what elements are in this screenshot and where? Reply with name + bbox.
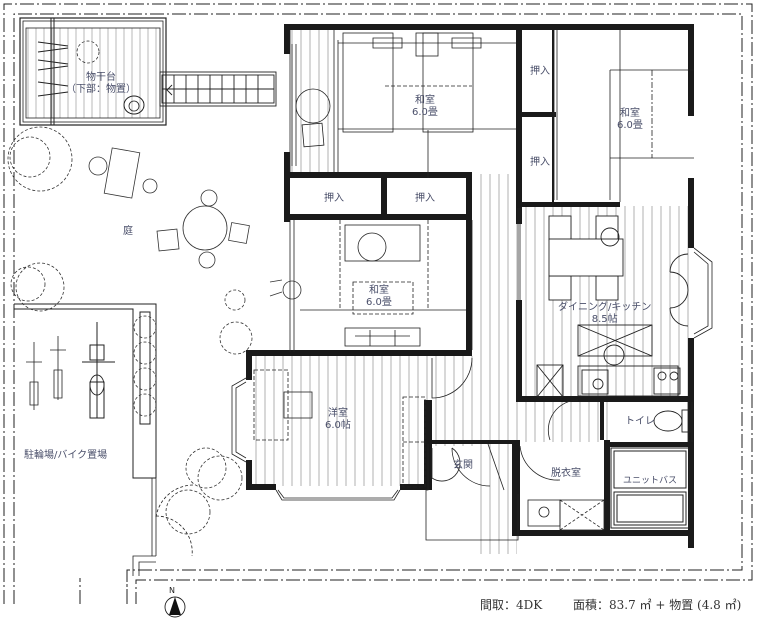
washitsu-east-label: 和室 6.0畳 xyxy=(617,108,643,131)
parking-area xyxy=(14,303,157,479)
garden-furniture xyxy=(88,147,302,300)
doors xyxy=(425,357,579,541)
entrance-label: 玄関 xyxy=(453,460,473,471)
compass-icon xyxy=(164,596,186,618)
window-frames xyxy=(231,30,713,501)
drying-deck-label: 物干台 （下部：物置） xyxy=(66,72,136,95)
closet-1-label: 押入 xyxy=(530,66,550,77)
closet-4-label: 押入 xyxy=(415,193,435,204)
drying-deck xyxy=(19,17,167,126)
property-boundary xyxy=(3,3,753,604)
east-washitsu-detail xyxy=(609,69,694,200)
unit-bath-label: ユニットバス xyxy=(623,476,678,486)
dining-kitchen-label: ダイニング/キッチン 8.5帖 xyxy=(558,302,652,325)
garden-label: 庭 xyxy=(123,226,133,237)
parking-label: 駐輪場/バイク置場 xyxy=(24,450,108,461)
center-washitsu-furniture xyxy=(300,220,466,347)
garden-features xyxy=(7,126,253,535)
closet-2-label: 押入 xyxy=(530,157,550,168)
dressing-room-fixtures xyxy=(527,499,605,531)
unit-bath-fixture xyxy=(610,447,690,529)
north-washitsu-furniture xyxy=(295,32,516,178)
compass-label: N xyxy=(169,586,175,595)
washitsu-north-label: 和室 6.0畳 xyxy=(412,95,438,118)
dining-kitchen-furniture xyxy=(536,215,689,398)
toilet-fixture xyxy=(653,409,691,433)
dressing-room-label: 脱衣室 xyxy=(551,468,581,479)
layout-type: 間取：4DK xyxy=(480,598,543,612)
closet-3-label: 押入 xyxy=(324,193,344,204)
area-info: 面積：83.7 ㎡ + 物置 (4.8 ㎡) xyxy=(573,598,742,612)
washitsu-center-label: 和室 6.0畳 xyxy=(366,285,392,308)
western-room-furniture xyxy=(253,369,426,488)
western-room-label: 洋室 6.0帖 xyxy=(325,408,351,431)
toilet-label: トイレ xyxy=(625,416,655,427)
deck-stairs xyxy=(159,71,277,107)
garden-gate xyxy=(132,478,195,576)
